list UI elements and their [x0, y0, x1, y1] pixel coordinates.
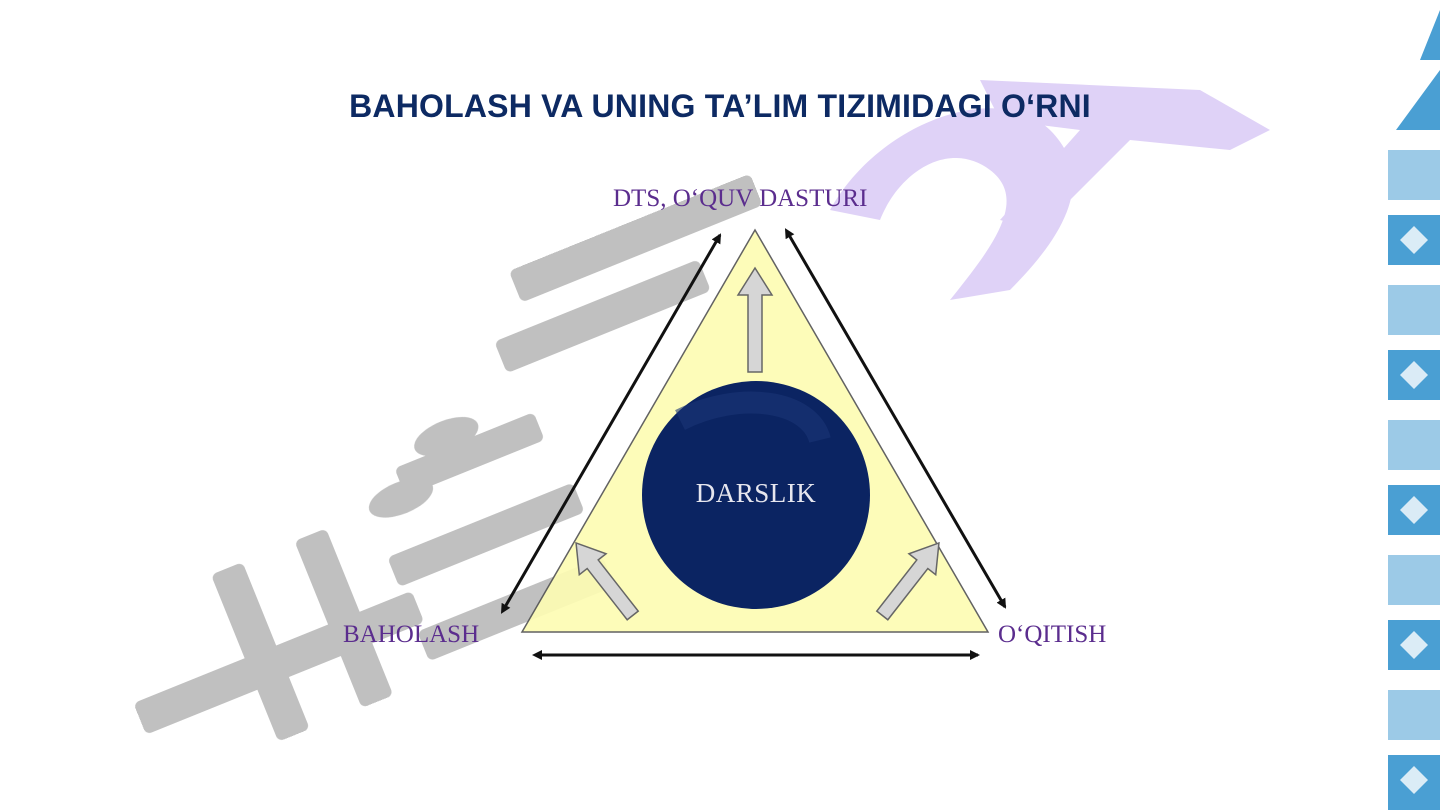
node-label-top: DTS, O‘QUV DASTURI: [613, 185, 868, 212]
block-arrow-up-icon: [736, 266, 774, 373]
decorative-border-strip: [1384, 0, 1440, 810]
node-label-right: O‘QITISH: [998, 621, 1107, 648]
arrow-left-edge: [500, 233, 722, 614]
node-label-left: BAHOLASH: [343, 621, 480, 648]
block-arrow-down-right-icon: [875, 541, 940, 621]
center-node-label: DARSLIK: [695, 478, 817, 508]
slide-title: BAHOLASH VA UNING TA’LIM TIZIMIDAGI O‘RN…: [349, 88, 1091, 124]
block-arrow-down-left-icon: [575, 541, 640, 621]
arrow-right-edge: [784, 228, 1007, 609]
